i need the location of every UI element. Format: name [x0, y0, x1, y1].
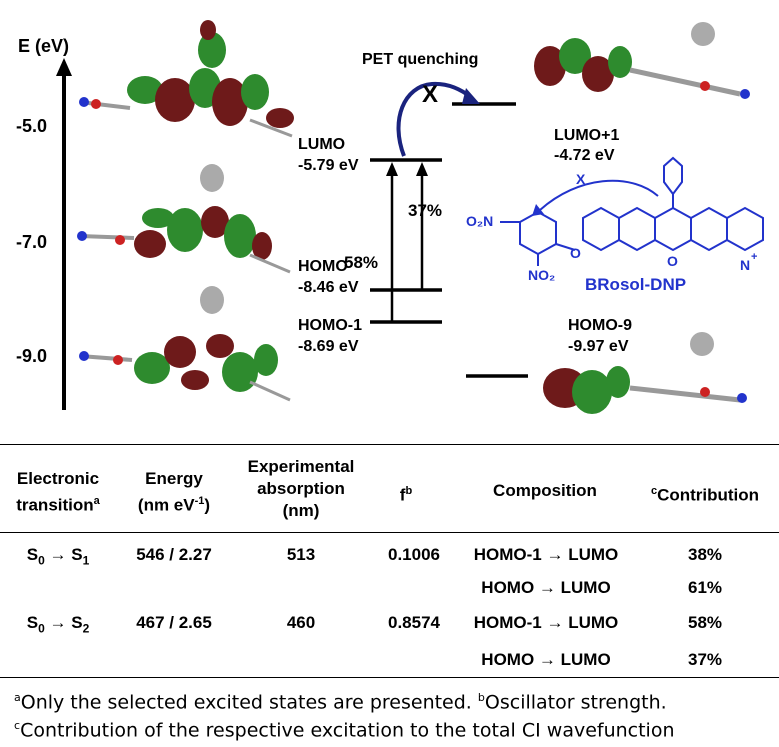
compound-name: BRosol-DNP	[585, 275, 686, 294]
pet-blocked-x: X	[422, 81, 438, 108]
lumo-energy: -5.79 eV	[298, 157, 359, 174]
energy-levels	[370, 102, 528, 378]
excitation-arrows	[386, 162, 428, 322]
lumo+1-label: LUMO+1	[554, 127, 619, 144]
table-bottom-rule	[0, 677, 779, 678]
structure-ring-o: O	[667, 253, 678, 269]
tick-label-7: -7.0	[16, 232, 47, 252]
homo-1-energy: -8.69 eV	[298, 338, 359, 355]
table-row-1-absorption: 513	[286, 545, 316, 564]
structure-no2-bottom: NO₂	[528, 267, 555, 283]
table-row-2-contribution: 61%	[687, 578, 723, 597]
structure-plus: +	[751, 251, 757, 263]
header-energy: Energy (nm eV-1)	[137, 469, 211, 515]
homo-label: HOMO	[298, 258, 348, 275]
pet-quenching-arrow	[396, 81, 480, 157]
table-row-1-energy: 546 / 2.27	[136, 545, 212, 564]
table-row-1-contribution: 38%	[687, 545, 723, 564]
table-row-3-f: 0.8574	[388, 613, 440, 632]
structure-cross-mark: X	[576, 171, 586, 187]
header-transition: Electronic transitiona	[16, 469, 100, 515]
table-row-1-composition: HOMO-1 → LUMO	[473, 545, 619, 564]
energy-level-figure: E (eV) -5.0 -7.0 -9.0	[16, 20, 764, 414]
header-contribution: cContribution	[650, 485, 760, 505]
header-composition: Composition	[493, 481, 597, 500]
table-row-3-absorption: 460	[286, 613, 316, 632]
table-row-1-transition: S0 → S1	[26, 545, 90, 568]
percent-37: 37%	[408, 201, 442, 220]
structure-n-plus: N	[740, 257, 750, 273]
lumo-label: LUMO	[298, 136, 345, 153]
structure-no2-top: O₂N	[466, 213, 493, 229]
orbital-image-lumo	[79, 20, 294, 138]
energy-axis-label: E (eV)	[18, 36, 69, 56]
orbital-image-homo	[77, 164, 291, 274]
footnote-line-2: cContribution of the respective excitati…	[14, 719, 675, 742]
table-row-1-f: 0.1006	[388, 545, 440, 564]
orbital-image-homo-1	[79, 286, 291, 402]
table-header-rule	[0, 532, 779, 533]
table-row-3-transition: S0 → S2	[26, 613, 90, 636]
header-f: fb	[399, 485, 413, 505]
tick-label-5: -5.0	[16, 116, 47, 136]
table-row-3-contribution: 58%	[687, 613, 723, 632]
homo-1-label: HOMO-1	[298, 317, 362, 334]
tick-label-9: -9.0	[16, 346, 47, 366]
table-row-4-composition: HOMO → LUMO	[481, 650, 611, 669]
lumo+1-energy: -4.72 eV	[554, 147, 615, 164]
table-top-rule	[0, 444, 779, 445]
pet-quenching-label: PET quenching	[362, 51, 478, 68]
header-absorption: Experimental absorption (nm)	[247, 457, 355, 520]
orbital-image-homo-9	[543, 332, 747, 414]
orbital-image-lumo+1	[534, 22, 750, 99]
homo-energy: -8.46 eV	[298, 279, 359, 296]
table-row-3-energy: 467 / 2.65	[136, 613, 212, 632]
structure-ether-o: O	[570, 245, 581, 261]
table-row-3-composition: HOMO-1 → LUMO	[473, 613, 619, 632]
table-row-2-composition: HOMO → LUMO	[481, 578, 611, 597]
footnote-line-1: aOnly the selected excited states are pr…	[14, 691, 667, 714]
homo-9-label: HOMO-9	[568, 317, 632, 334]
homo-9-energy: -9.97 eV	[568, 338, 629, 355]
energy-axis: E (eV) -5.0 -7.0 -9.0	[16, 36, 72, 410]
table-row-4-contribution: 37%	[687, 650, 723, 669]
percent-58: 58%	[344, 253, 378, 272]
